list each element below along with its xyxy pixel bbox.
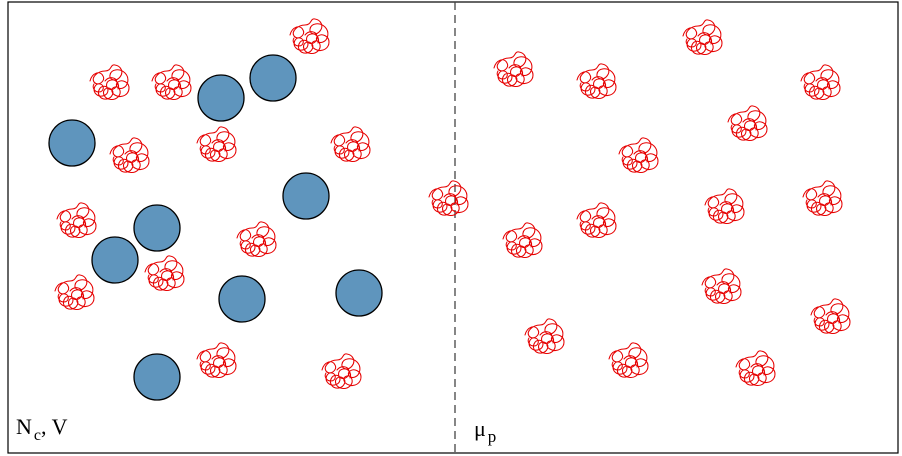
colloid-sphere-icon [133,353,181,401]
colloid-sphere-icon [335,269,383,317]
reservoir-label-subscript: p [488,427,497,446]
colloid-sphere-icon [91,236,139,284]
system-label-main: N [16,414,32,439]
colloid-sphere-icon [48,119,96,167]
colloid-sphere-icon [197,74,245,122]
colloid-sphere-icon [249,54,297,102]
system-label-rest: , V [41,414,68,439]
colloid-sphere-icon [218,275,266,323]
reservoir-label-main: μ [474,416,486,441]
colloid-sphere-icon [133,204,181,252]
colloid-group [48,54,383,401]
system-label-subscript: c [34,427,41,444]
colloid-sphere-icon [282,172,330,220]
